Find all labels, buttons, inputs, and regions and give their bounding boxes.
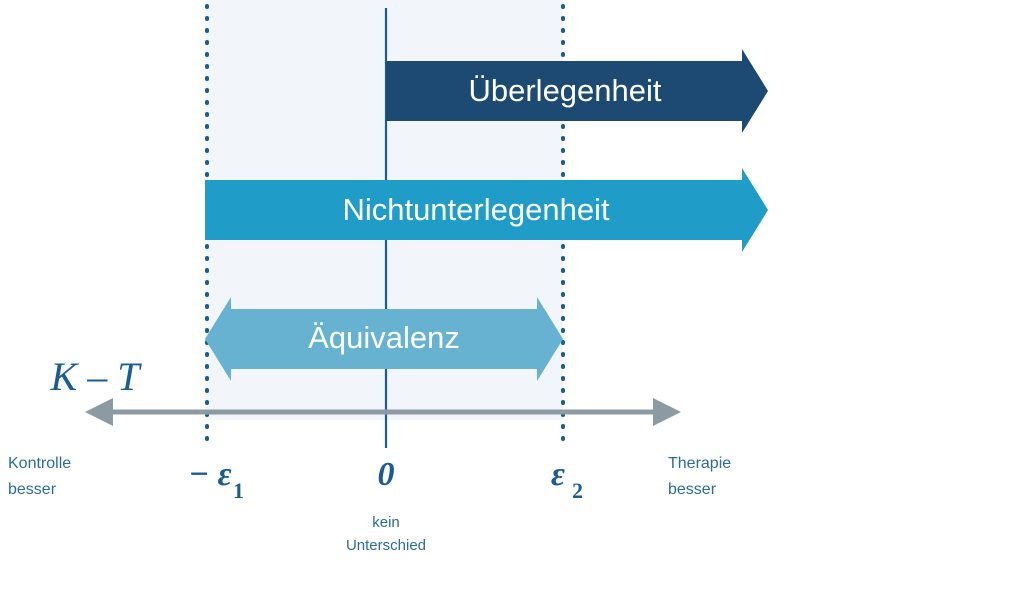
- axis-measure-label: K – T: [50, 354, 143, 399]
- tick-epsilon2-glyph: ε: [551, 456, 565, 493]
- band-equivalence-label: Äquivalenz: [308, 320, 460, 355]
- tick-minus-epsilon1: − ε 1: [188, 456, 244, 503]
- axis-right-caption-line1: Therapie: [668, 455, 731, 472]
- tick-zero-note-line1: kein: [372, 514, 400, 531]
- band-equivalence-shape: [205, 297, 563, 381]
- tick-minus-epsilon1-subscript: 1: [233, 478, 244, 503]
- measurement-axis: [85, 398, 681, 426]
- band-superiority: Überlegenheit: [386, 49, 768, 133]
- tick-epsilon2-subscript: 2: [572, 478, 583, 503]
- band-noninferiority-shape: [205, 168, 768, 252]
- band-noninferiority-label: Nichtunterlegenheit: [342, 192, 610, 227]
- tick-zero: 0 kein Unterschied: [346, 456, 426, 554]
- band-equivalence: Äquivalenz: [205, 297, 563, 381]
- band-superiority-label: Überlegenheit: [468, 73, 661, 108]
- tick-zero-glyph: 0: [378, 456, 395, 493]
- axis-right-caption-line2: besser: [668, 481, 717, 498]
- tick-epsilon2: ε 2: [551, 456, 583, 503]
- axis-arrowhead-right: [653, 398, 681, 426]
- tick-zero-note-line2: Unterschied: [346, 537, 426, 554]
- axis-left-caption-line1: Kontrolle: [8, 455, 71, 472]
- axis-right-caption: Therapie besser: [668, 455, 731, 498]
- axis-arrowhead-left: [85, 398, 113, 426]
- band-superiority-shape: [386, 49, 768, 133]
- axis-left-caption: Kontrolle besser: [8, 455, 71, 498]
- band-noninferiority: Nichtunterlegenheit: [205, 168, 768, 252]
- tick-minus-epsilon1-glyph: − ε: [188, 456, 231, 493]
- axis-left-caption-line2: besser: [8, 481, 57, 498]
